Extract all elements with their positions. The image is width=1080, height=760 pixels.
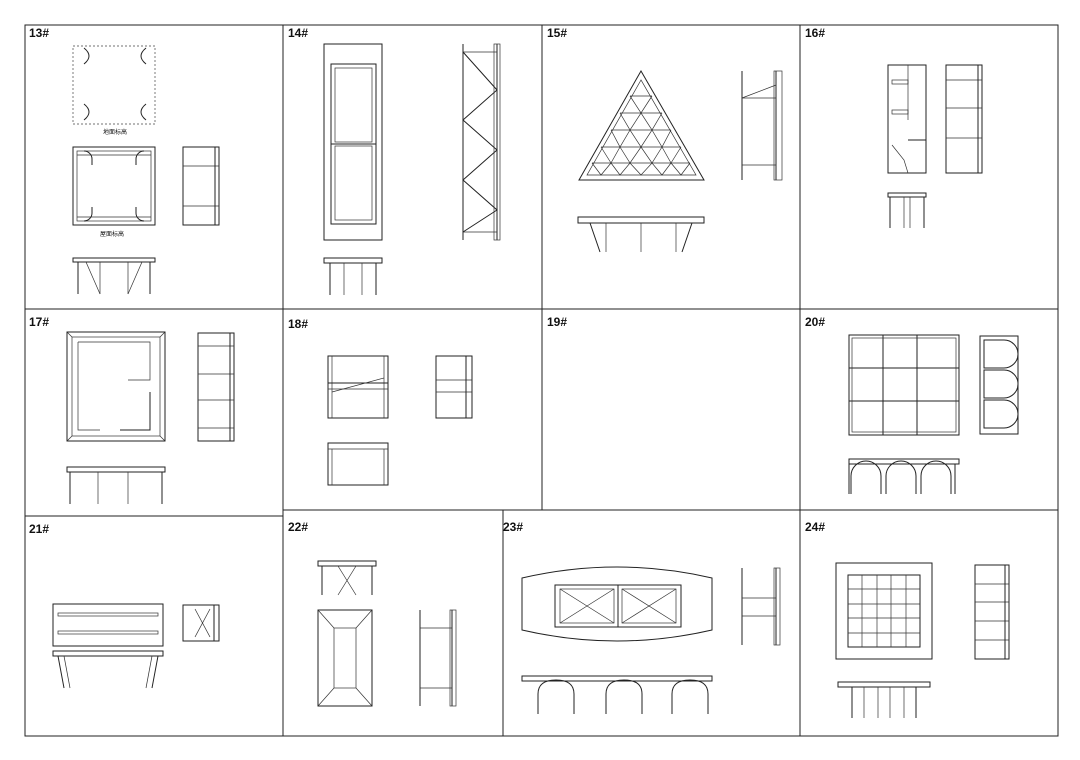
note-roof-level: 屋面标高 xyxy=(100,230,124,238)
drawing-21 xyxy=(52,603,220,689)
panel-16 xyxy=(799,24,1059,310)
panel-label-19: 19# xyxy=(547,315,567,329)
panel-label-17: 17# xyxy=(29,315,49,329)
panel-13 xyxy=(24,24,284,310)
panel-20 xyxy=(799,308,1059,511)
panel-15 xyxy=(541,24,801,310)
panel-17 xyxy=(24,308,284,517)
panel-21 xyxy=(24,515,284,737)
panel-22 xyxy=(282,509,504,737)
panel-24 xyxy=(799,509,1059,737)
panel-grid xyxy=(24,24,1059,737)
panel-label-22: 22# xyxy=(288,520,308,534)
panel-label-24: 24# xyxy=(805,520,825,534)
panel-label-23: 23# xyxy=(503,520,523,534)
drawing-14 xyxy=(323,43,501,295)
drawing-20 xyxy=(848,334,1019,494)
drawing-16 xyxy=(887,64,983,228)
drawing-22 xyxy=(317,560,457,707)
panel-label-15: 15# xyxy=(547,26,567,40)
panel-label-16: 16# xyxy=(805,26,825,40)
drawing-15 xyxy=(577,69,783,253)
drawing-24 xyxy=(835,562,1010,718)
drawing-23 xyxy=(521,566,781,714)
panel-label-20: 20# xyxy=(805,315,825,329)
panel-14 xyxy=(282,24,543,310)
panel-18 xyxy=(282,308,543,511)
panel-label-18: 18# xyxy=(288,317,308,331)
drawing-18 xyxy=(327,355,473,486)
panel-label-13: 13# xyxy=(29,26,49,40)
note-ground-level: 地面标高 xyxy=(103,128,127,136)
panel-label-21: 21# xyxy=(29,522,49,536)
panel-19 xyxy=(541,308,801,511)
panel-label-14: 14# xyxy=(288,26,308,40)
drawing-17 xyxy=(66,331,235,504)
drawing-13: 地面标高 屋面标高 xyxy=(72,45,220,295)
